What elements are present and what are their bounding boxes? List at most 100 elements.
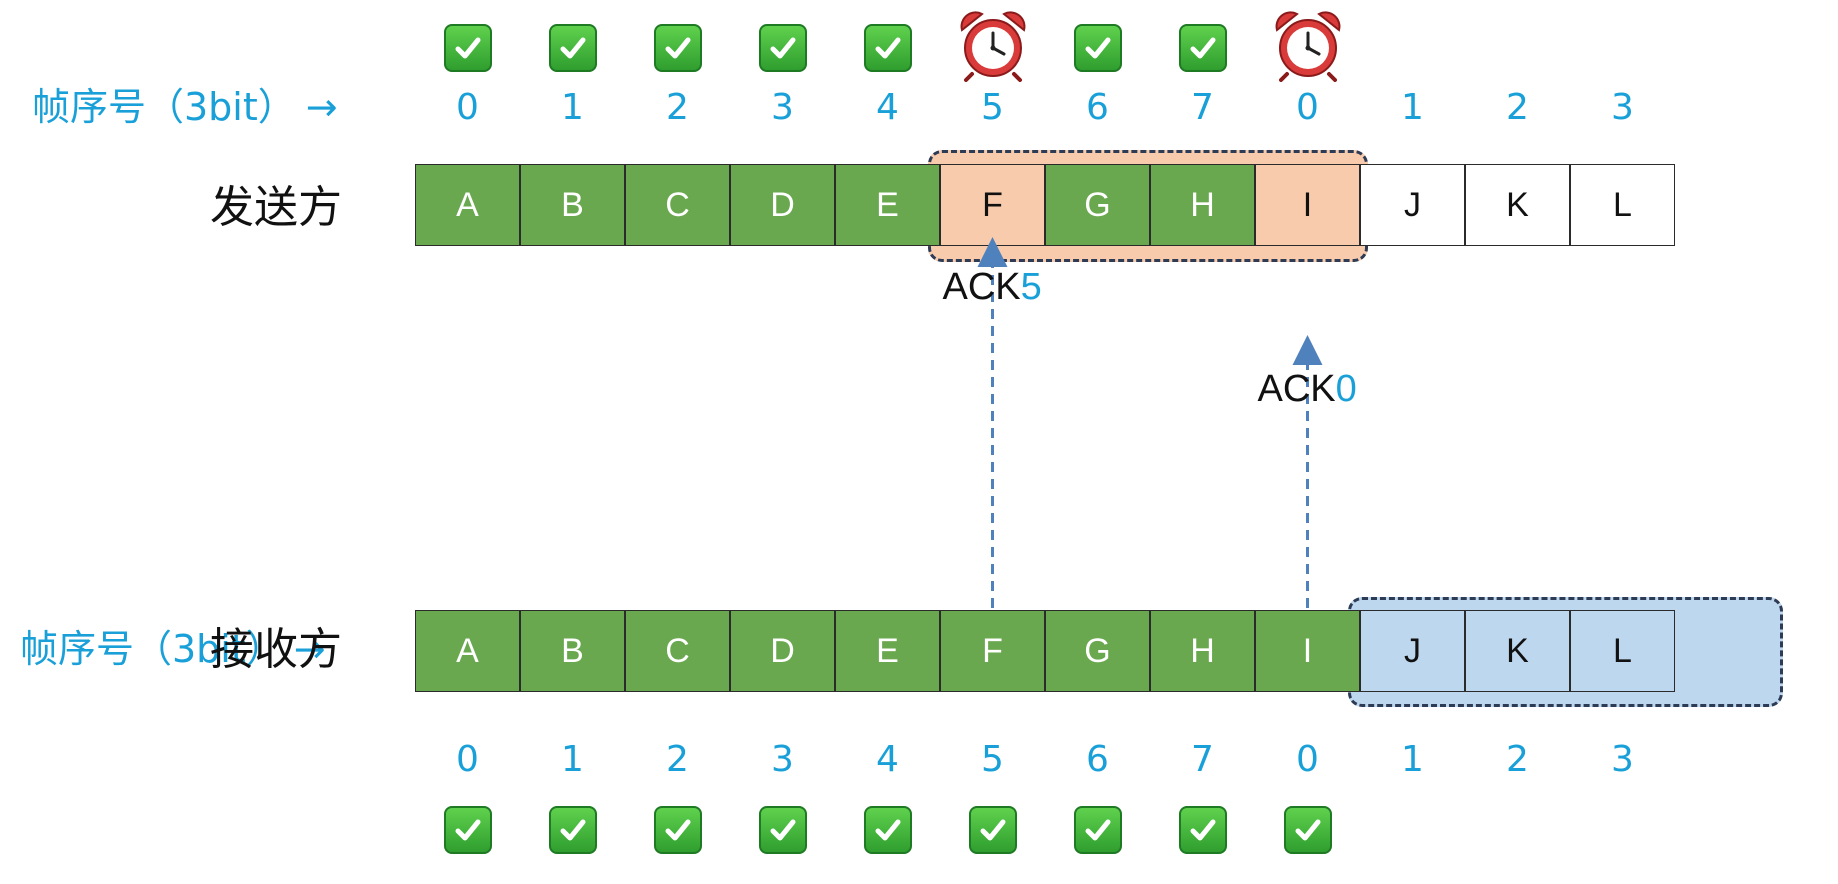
check-icon <box>1073 806 1122 854</box>
bottom-seq-number-1: 1 <box>561 739 584 780</box>
sender-frame-d-3: D <box>730 164 835 246</box>
check-icon <box>863 806 912 854</box>
top-seq-number-6: 6 <box>1086 87 1109 128</box>
bottom-seq-number-3: 3 <box>771 739 794 780</box>
check-icon <box>1073 24 1122 72</box>
top-seq-number-5: 5 <box>981 87 1004 128</box>
receiver-frame-j-9: J <box>1360 610 1465 692</box>
receiver-check-icon-6 <box>1045 800 1150 860</box>
sender-frame-e-4: E <box>835 164 940 246</box>
sender-frame-a-0: A <box>415 164 520 246</box>
check-icon <box>968 806 1017 854</box>
sender-alarm-clock-icon-8 <box>1255 11 1360 82</box>
receiver-frame-f-5: F <box>940 610 1045 692</box>
receiver-check-icon-7 <box>1150 800 1255 860</box>
check-icon <box>443 806 492 854</box>
sender-frame-h-7: H <box>1150 164 1255 246</box>
top-seq-number-4: 4 <box>876 87 899 128</box>
ack-label-2-text: ACK <box>1257 368 1336 410</box>
ack-label-1: ACK5 <box>943 268 1042 306</box>
receiver-check-icon-8 <box>1255 800 1360 860</box>
sender-frame-b-1: B <box>520 164 625 246</box>
check-icon <box>863 24 912 72</box>
receiver-label: 接收方 <box>210 624 342 675</box>
sender-frame-c-2: C <box>625 164 730 246</box>
top-sequence-label-text: 帧序号（3bit） <box>32 85 296 129</box>
receiver-frame-k-10: K <box>1465 610 1570 692</box>
sender-frame-j-9: J <box>1360 164 1465 246</box>
check-icon <box>443 24 492 72</box>
receiver-frame-a-0: A <box>415 610 520 692</box>
sender-label: 发送方 <box>210 182 342 233</box>
bottom-seq-number-11: 3 <box>1611 739 1634 780</box>
sender-check-icon-2 <box>625 18 730 78</box>
top-seq-number-2: 2 <box>666 87 689 128</box>
receiver-frame-b-1: B <box>520 610 625 692</box>
sender-check-icon-6 <box>1045 18 1150 78</box>
sender-frame-l-11: L <box>1570 164 1675 246</box>
receiver-check-icon-3 <box>730 800 835 860</box>
bottom-sequence-arrow: → <box>293 627 326 671</box>
sender-frame-f-5: F <box>940 164 1045 246</box>
sender-frame-i-8: I <box>1255 164 1360 246</box>
sender-frame-g-6: G <box>1045 164 1150 246</box>
sender-check-icon-0 <box>415 18 520 78</box>
top-seq-number-10: 2 <box>1506 87 1529 128</box>
sender-check-icon-7 <box>1150 18 1255 78</box>
ack-label-1-text: ACK <box>942 266 1021 308</box>
bottom-seq-number-7: 7 <box>1191 739 1214 780</box>
alarm-clock-icon <box>1273 10 1343 86</box>
receiver-check-icon-1 <box>520 800 625 860</box>
check-icon <box>548 806 597 854</box>
receiver-frame-l-11: L <box>1570 610 1675 692</box>
bottom-seq-number-2: 2 <box>666 739 689 780</box>
alarm-clock-icon <box>958 10 1028 86</box>
top-sequence-arrow: → <box>305 85 338 129</box>
receiver-frame-e-4: E <box>835 610 940 692</box>
top-seq-number-9: 1 <box>1401 87 1424 128</box>
sender-frame-k-10: K <box>1465 164 1570 246</box>
top-sequence-label: 帧序号（3bit）→ <box>32 88 338 126</box>
bottom-seq-number-5: 5 <box>981 739 1004 780</box>
top-seq-number-3: 3 <box>771 87 794 128</box>
check-icon <box>548 24 597 72</box>
receiver-frame-g-6: G <box>1045 610 1150 692</box>
bottom-seq-number-4: 4 <box>876 739 899 780</box>
top-seq-number-1: 1 <box>561 87 584 128</box>
receiver-check-icon-4 <box>835 800 940 860</box>
top-seq-number-8: 0 <box>1296 87 1319 128</box>
ack-label-2: ACK0 <box>1258 370 1357 408</box>
receiver-check-icon-5 <box>940 800 1045 860</box>
bottom-seq-number-6: 6 <box>1086 739 1109 780</box>
sender-check-icon-1 <box>520 18 625 78</box>
sender-check-icon-4 <box>835 18 940 78</box>
sender-check-icon-3 <box>730 18 835 78</box>
check-icon <box>758 806 807 854</box>
receiver-frame-h-7: H <box>1150 610 1255 692</box>
bottom-sequence-label-text: 帧序号（3bit） <box>20 627 284 671</box>
receiver-check-icon-0 <box>415 800 520 860</box>
ack-label-1-number: 5 <box>1020 266 1042 308</box>
bottom-seq-number-8: 0 <box>1296 739 1319 780</box>
check-icon <box>653 24 702 72</box>
receiver-check-icon-2 <box>625 800 730 860</box>
check-icon <box>1178 24 1227 72</box>
bottom-sequence-label: 帧序号（3bit）→ <box>20 630 326 668</box>
check-icon <box>1178 806 1227 854</box>
bottom-seq-number-0: 0 <box>456 739 479 780</box>
bottom-seq-number-10: 2 <box>1506 739 1529 780</box>
check-icon <box>1283 806 1332 854</box>
top-seq-number-0: 0 <box>456 87 479 128</box>
bottom-seq-number-9: 1 <box>1401 739 1424 780</box>
receiver-frame-d-3: D <box>730 610 835 692</box>
top-seq-number-11: 3 <box>1611 87 1634 128</box>
sender-alarm-clock-icon-5 <box>940 11 1045 82</box>
top-seq-number-7: 7 <box>1191 87 1214 128</box>
receiver-frame-c-2: C <box>625 610 730 692</box>
receiver-frame-i-8: I <box>1255 610 1360 692</box>
check-icon <box>653 806 702 854</box>
